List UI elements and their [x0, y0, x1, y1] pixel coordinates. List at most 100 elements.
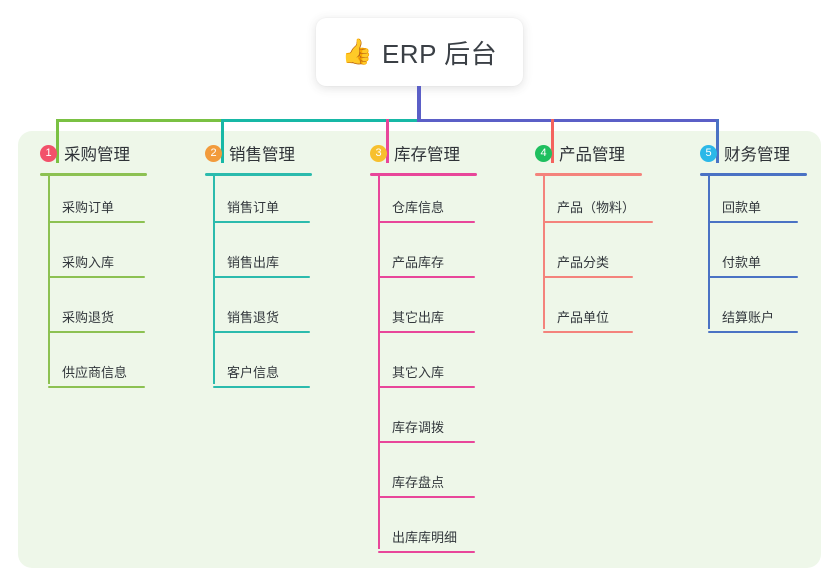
leaf-item[interactable]: 回款单 [708, 197, 798, 223]
column-title-1: 采购管理 [64, 146, 130, 164]
leaf-label: 采购订单 [62, 200, 115, 215]
root-drop-line [417, 86, 421, 122]
leaf-item[interactable]: 产品单位 [543, 307, 633, 333]
leaf-label: 采购入库 [62, 255, 115, 270]
leaf-rule [378, 551, 475, 553]
leaf-item[interactable]: 其它出库 [378, 307, 475, 333]
column-badge-5: 5 [700, 144, 717, 162]
leaf-rule [708, 331, 798, 333]
leaf-rule [378, 496, 475, 498]
leaf-item[interactable]: 产品（物料） [543, 197, 653, 223]
leaf-item[interactable]: 出库库明细 [378, 527, 475, 553]
leaf-rule [48, 276, 145, 278]
column-drop-line-2 [221, 119, 224, 163]
leaf-label: 结算账户 [722, 310, 775, 325]
column-header-4[interactable]: 4 产品管理 [535, 140, 642, 166]
leaf-item[interactable]: 销售出库 [213, 252, 310, 278]
leaf-rule [48, 386, 145, 388]
leaf-rule [378, 386, 475, 388]
column-4: 4 产品管理 [535, 140, 642, 176]
leaf-rule [543, 221, 653, 223]
leaf-item[interactable]: 供应商信息 [48, 362, 145, 388]
leaf-item[interactable]: 销售退货 [213, 307, 310, 333]
leaf-item[interactable]: 付款单 [708, 252, 798, 278]
leaf-label: 其它出库 [392, 310, 445, 325]
leaf-label: 其它入库 [392, 365, 445, 380]
column-drop-line-5 [716, 119, 719, 163]
leaf-rule [378, 441, 475, 443]
leaf-label: 库存盘点 [392, 475, 445, 490]
column-title-4: 产品管理 [559, 146, 625, 164]
leaf-item[interactable]: 库存盘点 [378, 472, 475, 498]
leaf-rule [213, 331, 310, 333]
leaf-item[interactable]: 采购入库 [48, 252, 145, 278]
leaf-label: 产品单位 [557, 310, 610, 325]
leaf-item[interactable]: 销售订单 [213, 197, 310, 223]
leaf-label: 产品分类 [557, 255, 610, 270]
column-rule-5 [700, 173, 807, 176]
leaf-item[interactable]: 结算账户 [708, 307, 798, 333]
leaf-item[interactable]: 产品库存 [378, 252, 475, 278]
leaf-label: 采购退货 [62, 310, 115, 325]
leaf-rule [213, 276, 310, 278]
leaf-item[interactable]: 其它入库 [378, 362, 475, 388]
leaf-item[interactable]: 仓库信息 [378, 197, 475, 223]
column-3: 3 库存管理 [370, 140, 477, 176]
leaf-rule [543, 331, 633, 333]
column-drop-line-4 [551, 119, 554, 163]
leaf-rule [48, 221, 145, 223]
leaf-label: 付款单 [722, 255, 762, 270]
root-node-erp-backend[interactable]: 👍 ERP 后台 [316, 18, 523, 86]
column-badge-4: 4 [535, 144, 552, 162]
leaf-label: 销售退货 [227, 310, 280, 325]
leaf-label: 仓库信息 [392, 200, 445, 215]
column-header-5[interactable]: 5 财务管理 [700, 140, 807, 166]
column-header-2[interactable]: 2 销售管理 [205, 140, 312, 166]
column-spine-3 [378, 176, 380, 549]
leaf-label: 销售订单 [227, 200, 280, 215]
leaf-rule [378, 276, 475, 278]
leaf-rule [378, 221, 475, 223]
column-spine-2 [213, 176, 215, 384]
column-rule-1 [40, 173, 147, 176]
leaf-label: 销售出库 [227, 255, 280, 270]
leaf-item[interactable]: 采购订单 [48, 197, 145, 223]
leaf-item[interactable]: 库存调拨 [378, 417, 475, 443]
bus-segment-2 [221, 119, 420, 122]
bus-segment-1 [56, 119, 223, 122]
leaf-label: 库存调拨 [392, 420, 445, 435]
leaf-rule [378, 331, 475, 333]
leaf-label: 出库库明细 [392, 530, 458, 545]
leaf-item[interactable]: 产品分类 [543, 252, 633, 278]
column-drop-line-3 [386, 119, 389, 163]
column-title-5: 财务管理 [724, 146, 790, 164]
leaf-rule [708, 221, 798, 223]
leaf-label: 产品（物料） [557, 200, 636, 215]
column-spine-4 [543, 176, 545, 329]
leaf-label: 回款单 [722, 200, 762, 215]
leaf-rule [48, 331, 145, 333]
leaf-item[interactable]: 客户信息 [213, 362, 310, 388]
column-header-3[interactable]: 3 库存管理 [370, 140, 477, 166]
column-title-2: 销售管理 [229, 146, 295, 164]
leaf-label: 客户信息 [227, 365, 280, 380]
leaf-rule [708, 276, 798, 278]
leaf-rule [213, 221, 310, 223]
leaf-rule [543, 276, 633, 278]
leaf-label: 供应商信息 [62, 365, 128, 380]
column-drop-line-1 [56, 119, 59, 163]
column-badge-3: 3 [370, 144, 387, 162]
thumbs-up-icon: 👍 [341, 37, 373, 66]
column-title-3: 库存管理 [394, 146, 460, 164]
leaf-item[interactable]: 采购退货 [48, 307, 145, 333]
leaf-label: 产品库存 [392, 255, 445, 270]
root-node-title: ERP 后台 [381, 38, 498, 69]
column-rule-4 [535, 173, 642, 176]
column-badge-2: 2 [205, 144, 222, 162]
column-5: 5 财务管理 [700, 140, 807, 176]
column-rule-2 [205, 173, 312, 176]
bus-segment-3 [417, 119, 719, 122]
